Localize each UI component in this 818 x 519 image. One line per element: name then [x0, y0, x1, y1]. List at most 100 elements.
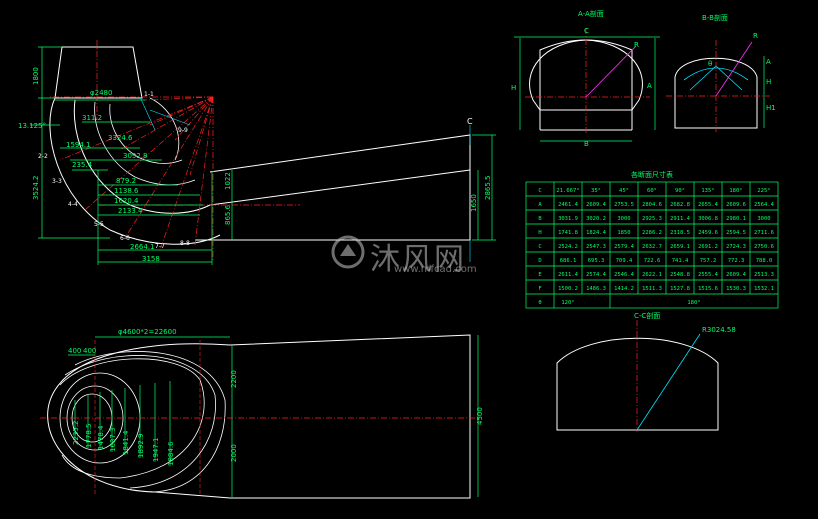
plan-sec-dim-0: 2235.2: [72, 421, 80, 446]
section-a-label-c: C: [584, 27, 589, 35]
table-cell: 2980.1: [726, 216, 746, 222]
section-b-label-h: H: [766, 78, 771, 86]
dim-h-7: 1620.4: [114, 197, 139, 205]
plan-sec-dim-6: 1947.1: [152, 438, 160, 463]
table-cell: 3000: [757, 216, 770, 222]
table-header-cell: 35°: [591, 188, 601, 194]
table-cell: 1511.3: [642, 286, 662, 292]
dim-h-6: 1138.6: [114, 187, 139, 195]
table-footer-cell: 180°: [687, 300, 700, 306]
table-cell: 3031.9: [558, 216, 578, 222]
table-cell: 2459.6: [698, 230, 718, 236]
table-cell: 1414.2: [614, 286, 634, 292]
dim-h-5: 879.2: [116, 177, 136, 185]
table-cell: 2574.4: [586, 272, 607, 278]
section-b-label-a: A: [766, 58, 771, 66]
dim-v-5: 2865.5: [484, 176, 492, 201]
table-header-cell: 225°: [757, 188, 770, 194]
table-cell: H: [538, 230, 541, 236]
section-label-9: 9-9: [178, 127, 188, 134]
table-cell: 2804.6: [642, 202, 662, 208]
section-label-2: 2-2: [38, 153, 48, 160]
table-cell: 2911.4: [670, 216, 691, 222]
section-c-radius: R3024.58: [702, 326, 736, 334]
table-cell: D: [538, 258, 541, 264]
table-cell: 3000: [617, 216, 630, 222]
dim-h-9: 2664.1: [130, 243, 155, 251]
section-label-1: 1-1: [144, 91, 154, 98]
table-header-cell: 135°: [701, 188, 714, 194]
table-header-cell: C: [538, 188, 541, 194]
section-label-3: 3-3: [52, 178, 62, 185]
inlet-width-label: φ2480: [90, 89, 112, 97]
table-cell: 2555.4: [698, 272, 719, 278]
section-c-view: C-C剖面 R3024.58: [556, 311, 736, 432]
table-cell: 1850: [617, 230, 630, 236]
table-cell: 3006.8: [698, 216, 718, 222]
plan-top-dim: φ4600*2=22600: [118, 328, 177, 336]
section-a-label-r: R: [634, 41, 639, 49]
table-cell: 2724.3: [726, 244, 746, 250]
section-a-label-h: H: [511, 84, 516, 92]
dim-v-4: 1650: [470, 194, 478, 212]
section-label-5: 5-5: [94, 221, 104, 228]
table-cell: 2513.3: [754, 272, 774, 278]
plan-sec-dim-5: 1892.9: [137, 434, 145, 459]
dim-h-2: 1594.1: [66, 141, 91, 149]
plan-left-dim-0: 400: [68, 347, 81, 355]
cut-mark-label: C: [467, 117, 473, 126]
table-cell: 1530.3: [726, 286, 746, 292]
dim-h-0: 311.2: [82, 114, 102, 122]
table-header-cell: 45°: [619, 188, 629, 194]
section-label-4: 4-4: [68, 201, 78, 208]
dim-v-0: 1800: [32, 67, 40, 85]
table-cell: 2609.4: [586, 202, 607, 208]
plan-right-dim-1: 2000: [230, 444, 238, 462]
table-cell: 1486.3: [586, 286, 606, 292]
section-a-label-a: A: [647, 82, 652, 90]
table-cell: 1500.2: [558, 286, 578, 292]
elevation-view: C φ2480 13.125° 311.2 3324.6 1594.1 3092…: [18, 40, 496, 265]
table-cell: 2546.4: [614, 272, 635, 278]
table-cell: 2547.3: [586, 244, 606, 250]
table-header-cell: 180°: [729, 188, 742, 194]
section-b-label-h1: H1: [766, 104, 776, 112]
plan-right-dim-0: 2200: [230, 370, 238, 388]
table-cell: B: [538, 216, 542, 222]
dim-v-3: 865.6: [224, 204, 232, 225]
table-header-cell: 21.667°: [556, 188, 579, 194]
table-cell: 2611.4: [558, 272, 579, 278]
section-a-view: A-A剖面 C B H R A: [511, 9, 660, 148]
section-a-label-b: B: [584, 140, 589, 148]
table-cell: 2711.6: [754, 230, 774, 236]
table-cell: 2659.1: [670, 244, 690, 250]
table-cell: 2750.6: [754, 244, 774, 250]
table-cell: 2632.7: [642, 244, 662, 250]
dim-h-4: 235.4: [72, 161, 93, 169]
section-label-6: 6-6: [120, 235, 130, 242]
table-header-cell: 60°: [647, 188, 657, 194]
table-cell: 2682.8: [670, 202, 690, 208]
table-cell: 2579.4: [614, 244, 635, 250]
table-cell: 2609.4: [726, 272, 747, 278]
table-cell: 741.4: [672, 258, 689, 264]
table-cell: 2594.5: [726, 230, 746, 236]
table-footer-cell: 120°: [561, 300, 574, 306]
angle-label: 13.125°: [18, 122, 46, 130]
table-cell: 709.4: [616, 258, 633, 264]
plan-sec-dim-1: 1778.5: [85, 424, 93, 449]
table-cell: 2622.1: [642, 272, 662, 278]
table-cell: E: [538, 272, 541, 278]
section-label-7: 7-7: [155, 243, 165, 250]
table-cell: 1532.1: [754, 286, 774, 292]
plan-sec-dim-4: 1841.4: [122, 430, 130, 455]
table-cell: 757.2: [700, 258, 717, 264]
section-b-title: B-B剖面: [702, 13, 728, 22]
table-cell: 2609.6: [726, 202, 746, 208]
plan-sec-dim-3: 1637.3: [109, 428, 117, 453]
section-label-8: 8-8: [180, 240, 190, 247]
table-header-cell: 90°: [675, 188, 685, 194]
table-cell: 2753.5: [614, 202, 634, 208]
